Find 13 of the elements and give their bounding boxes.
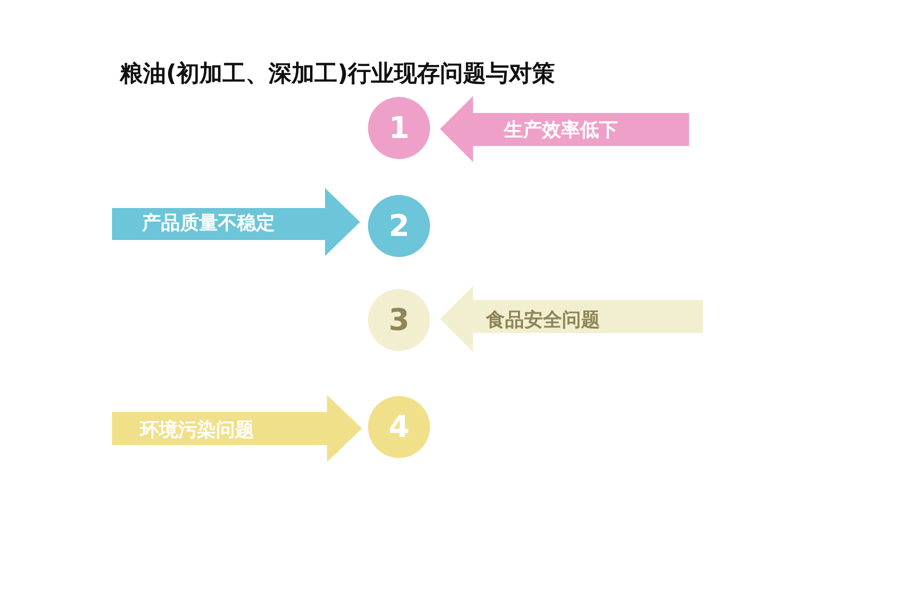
step-number: 2: [388, 208, 410, 244]
arrow-shape: [440, 96, 689, 162]
step-number: 4: [388, 410, 410, 444]
step-number: 1: [388, 110, 410, 146]
arrow-shape: [112, 395, 362, 462]
arrow-shape: [112, 188, 360, 256]
step-number: 3: [388, 302, 410, 338]
arrow-shape: [440, 286, 703, 352]
arrow-label: 食品安全问题: [486, 308, 600, 333]
arrow-label: 生产效率低下: [504, 118, 618, 143]
arrow-label: 环境污染问题: [140, 418, 254, 442]
arrow-label: 产品质量不稳定: [142, 211, 275, 236]
title: 粮油(初加工、深加工)行业现存问题与对策: [120, 60, 556, 89]
